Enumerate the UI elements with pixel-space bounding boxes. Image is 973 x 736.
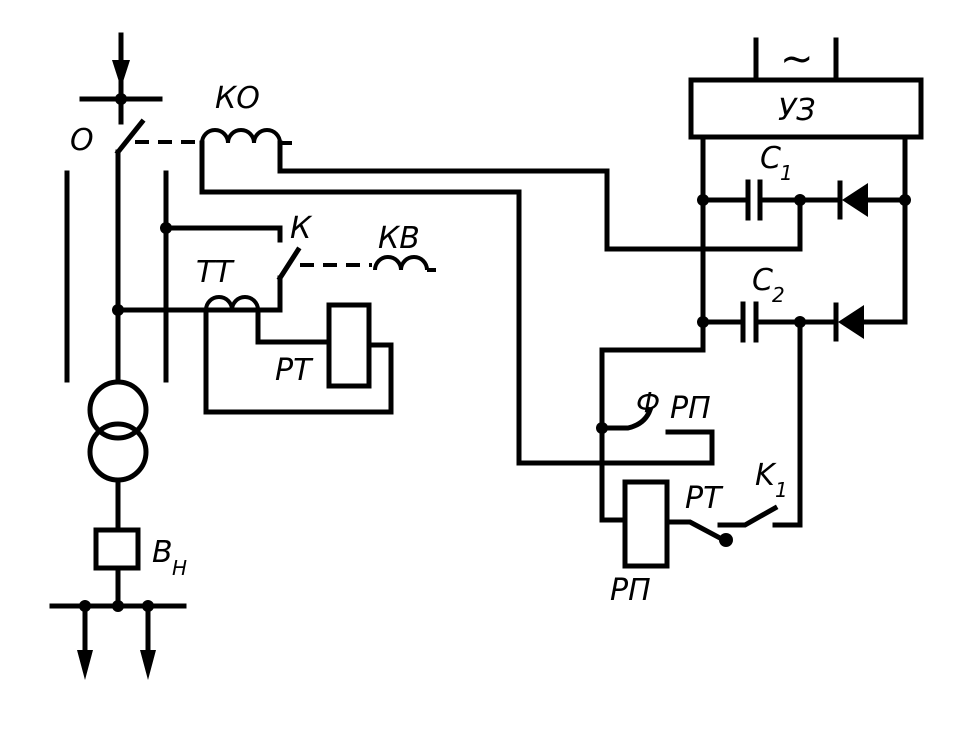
separator-switch: О: [70, 118, 146, 383]
wire-uz-left: [599, 134, 706, 523]
capacitor-c2: C 2: [700, 263, 803, 343]
ac-supply: ~: [753, 36, 839, 83]
intermediate-relay-contact-label: РП: [670, 391, 711, 426]
current-relay-coil: РТ: [275, 302, 372, 389]
current-relay-contact-label: РТ: [685, 481, 724, 516]
hv-supply-arrow: [79, 32, 163, 125]
current-relay-label: РТ: [275, 353, 314, 388]
capacitor-c2-index: 2: [772, 283, 785, 307]
capacitor-c1: C 1: [700, 141, 803, 221]
wire-k-top: [163, 225, 283, 243]
current-relay-contact-k1: РТ K 1: [664, 458, 788, 547]
current-transformer-label: ТТ: [196, 255, 235, 290]
separator-drive-coil: КО: [200, 81, 292, 145]
breaker-label: В: [152, 535, 173, 570]
capacitor-c1-index: 1: [780, 161, 793, 185]
wire-ct-loop: [203, 309, 394, 415]
short-circuiter-drive-coil: КВ: [373, 221, 436, 272]
capacitor-c2-label: C: [752, 263, 773, 298]
circuit-breaker: В Н: [93, 527, 187, 580]
intermediate-relay-coil-label: РП: [610, 573, 651, 608]
power-transformer: [87, 379, 149, 483]
contact-k1-index: 1: [775, 478, 788, 502]
current-transformer: ТТ: [196, 255, 260, 311]
breaker-label-index: Н: [172, 556, 187, 580]
lv-bus: [49, 600, 187, 680]
capacitor-c1-label: C: [760, 141, 781, 176]
ac-supply-symbol: ~: [780, 36, 814, 82]
rp-contact-symbol: Ф: [636, 386, 660, 419]
contact-k1-label: K: [755, 458, 777, 493]
short-circuiter-drive-coil-label: КВ: [378, 221, 420, 256]
wire-ko-return: [199, 140, 715, 466]
wire-c2-to-k1: [772, 319, 803, 528]
short-circuiter-label: К: [290, 211, 313, 246]
wire-ct-to-rt: [255, 309, 332, 345]
protection-device-block: УЗ: [688, 77, 924, 140]
intermediate-relay-contact: Ф РП: [596, 377, 711, 434]
intermediate-relay-coil: РП: [610, 479, 670, 608]
wire-ko-to-c1: [277, 140, 803, 252]
protection-device-label: УЗ: [778, 93, 816, 128]
separator-drive-coil-label: КО: [215, 81, 260, 116]
diode-d2: [797, 302, 908, 342]
diode-d1: [797, 180, 908, 220]
separator-label: О: [70, 123, 94, 158]
